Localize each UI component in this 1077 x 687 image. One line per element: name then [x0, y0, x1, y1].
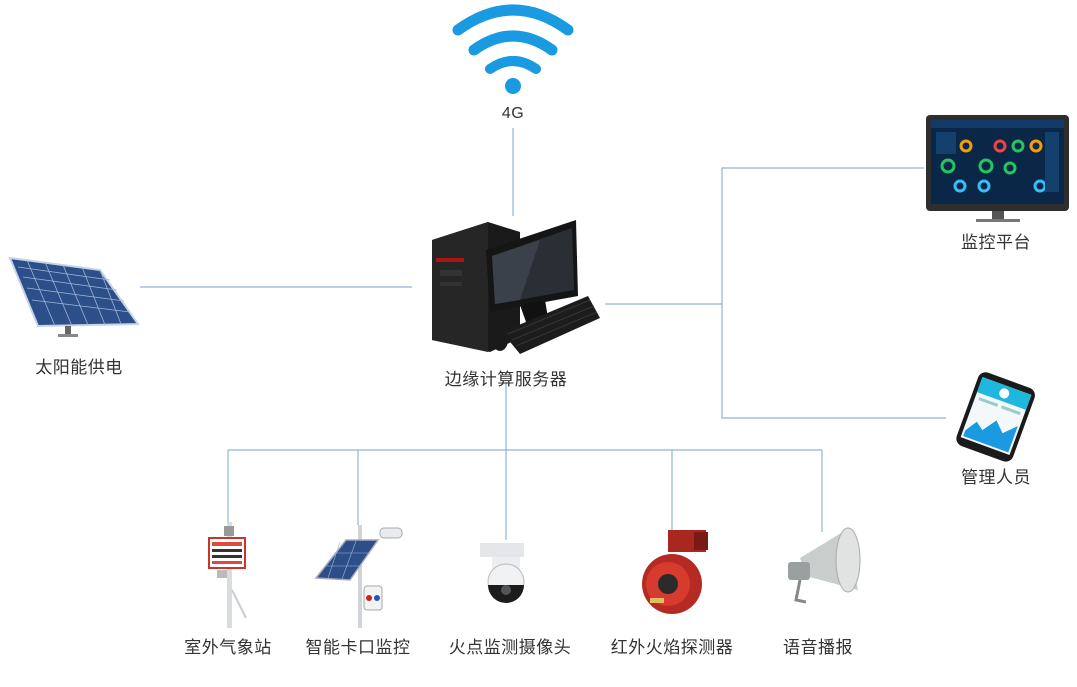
monitor-dashboard-icon	[926, 115, 1069, 222]
connector-lines	[140, 128, 946, 540]
solar-panel-icon	[8, 256, 140, 337]
wifi-icon	[452, 4, 574, 94]
manager-label: 管理人员	[961, 468, 1031, 488]
device-label-flame-detector: 红外火焰探测器	[610, 638, 734, 658]
server-label: 边缘计算服务器	[444, 370, 568, 390]
dome-camera-icon	[480, 543, 525, 603]
platform-label: 监控平台	[961, 233, 1031, 253]
device-label-speaker: 语音播报	[783, 638, 853, 658]
connector-manager	[721, 304, 946, 419]
device-label-dome-camera: 火点监测摄像头	[448, 638, 572, 658]
device-label-checkpoint: 智能卡口监控	[305, 638, 411, 658]
checkpoint-camera-icon	[314, 525, 403, 628]
weather-station-icon	[208, 522, 247, 628]
desktop-computer-icon	[432, 220, 600, 354]
solar-label: 太阳能供电	[35, 358, 123, 378]
network-label: 4G	[501, 105, 525, 122]
flame-detector-icon	[642, 530, 708, 614]
smartphone-icon	[956, 372, 1035, 462]
device-label-weather-station: 室外气象站	[184, 638, 272, 658]
horn-speaker-icon	[788, 527, 861, 604]
connector-platform	[721, 167, 924, 304]
